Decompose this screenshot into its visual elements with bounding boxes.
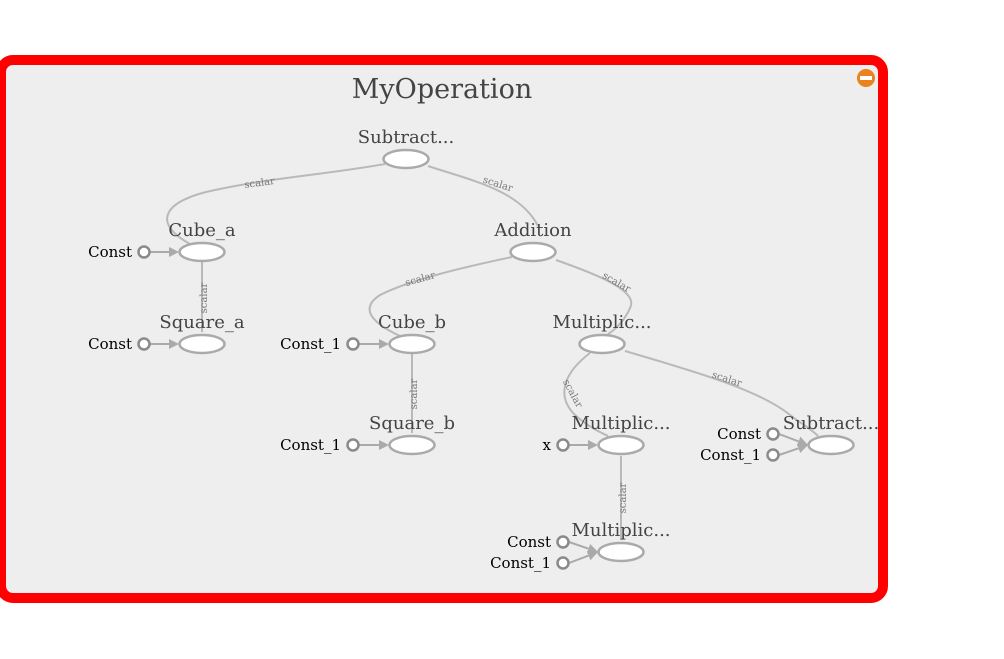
const-node[interactable] [137,337,151,351]
op-label: Subtract... [783,413,880,434]
const-node[interactable] [766,448,780,462]
input-edge [778,447,799,456]
const-label: Const [717,425,761,443]
op-node-square_b[interactable] [388,434,436,456]
input-edge [778,433,800,443]
op-node-subtract2[interactable] [807,434,855,456]
op-node-cube_b[interactable] [388,333,436,355]
const-label: Const [88,335,132,353]
op-node-multiplic1[interactable] [578,333,626,355]
op-label: Multiplic... [571,413,670,434]
arrowhead [588,440,598,450]
input-edge [568,541,589,550]
arrowhead [796,443,808,453]
const-node[interactable] [766,427,780,441]
op-node-square_a[interactable] [178,333,226,355]
edge-label: scalar [618,482,629,513]
op-node-subtract[interactable] [382,148,430,170]
op-node-multiplic2[interactable] [597,434,645,456]
edge-subtract-addition [427,165,539,227]
edge-addition-multiplic1 [555,259,633,335]
group-frame [0,55,888,603]
arrowhead [379,339,389,349]
op-label: Subtract... [358,127,455,148]
const-label: Const [88,243,132,261]
op-label: Multiplic... [571,520,670,541]
op-label: Addition [493,220,572,241]
edge-addition-cube_b [368,256,513,337]
op-label: Square_a [159,312,244,333]
arrowhead [169,339,179,349]
arrowhead [379,440,389,450]
op-label: Multiplic... [552,312,651,333]
const-label: Const_1 [490,554,551,572]
const-label: Const_1 [700,446,761,464]
const-node[interactable] [556,556,570,570]
arrowhead [586,544,598,554]
group-frame-layer: MyOperation [0,55,888,603]
const-label: Const [507,533,551,551]
edge-label: scalar [409,378,420,409]
arrowhead [796,436,808,447]
op-node-cube_a[interactable] [178,241,226,263]
op-node-multiplic3[interactable] [597,541,645,563]
edge-label: scalar [244,176,276,191]
const-node[interactable] [346,337,360,351]
arrowhead [169,247,179,257]
op-label: Cube_b [378,312,446,333]
edge-subtract-cube_a [166,163,386,245]
op-node-addition[interactable] [509,241,557,263]
const-label: Const_1 [280,436,341,454]
edge-multiplic1-multiplic2 [563,352,609,437]
const-node[interactable] [137,245,151,259]
edge-multiplic1-subtract2 [624,350,819,437]
const-node[interactable] [556,535,570,549]
const-label: x [543,436,552,454]
minus-circle-icon[interactable] [857,69,875,87]
input-edge [568,554,590,564]
group-title: MyOperation [352,74,532,105]
op-label: Square_b [369,413,455,434]
arrowhead [586,550,598,561]
const-label: Const_1 [280,335,341,353]
edge-label: scalar [199,282,210,313]
const-node[interactable] [346,438,360,452]
const-node[interactable] [556,438,570,452]
op-label: Cube_a [168,220,236,241]
